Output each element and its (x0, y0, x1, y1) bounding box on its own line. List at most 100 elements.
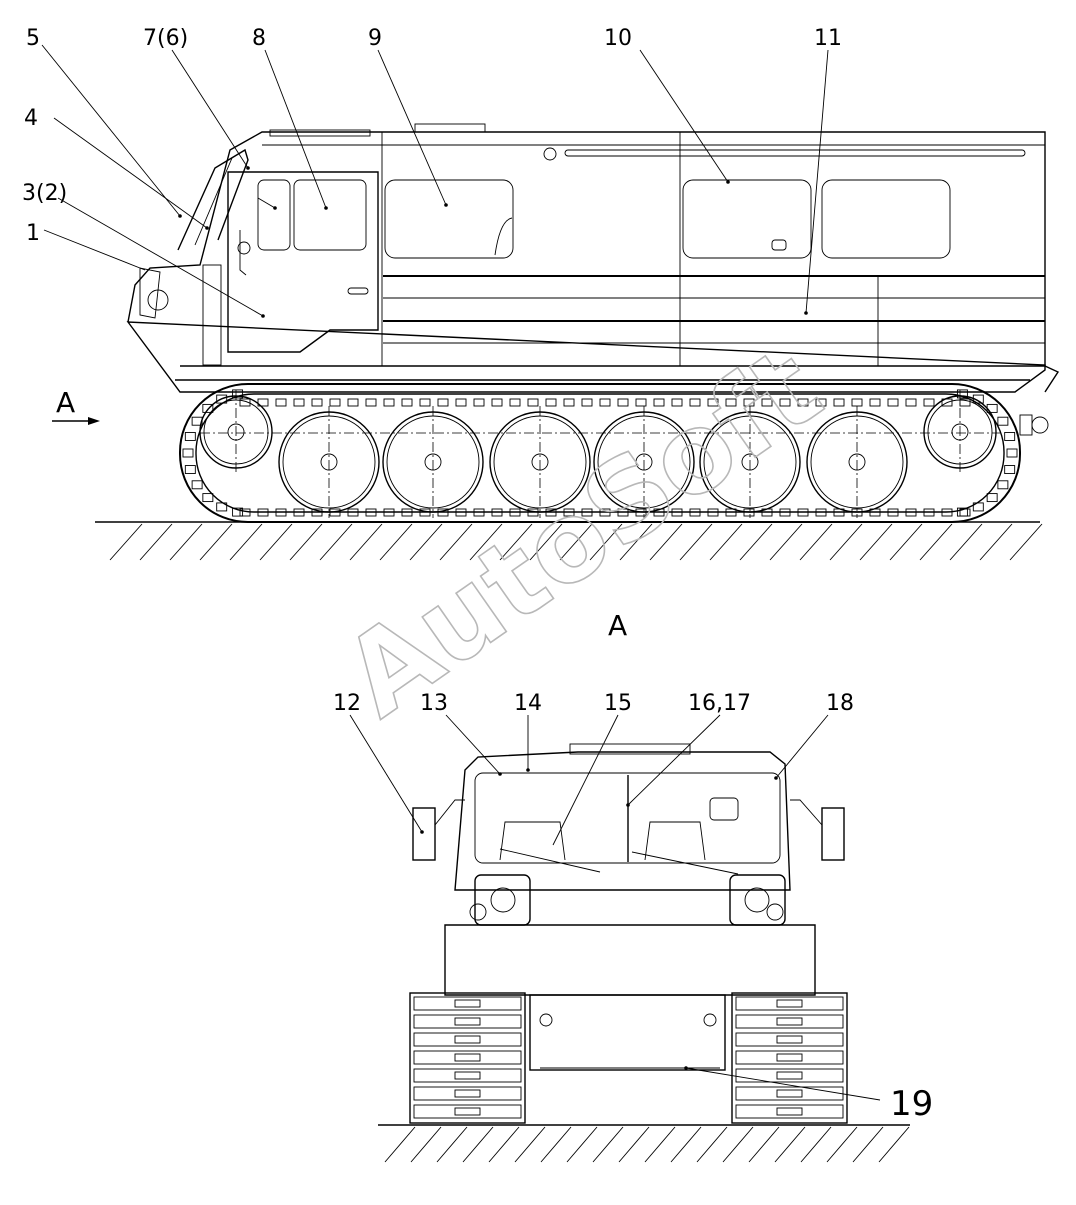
track-pad (735, 996, 844, 1011)
track-link (905, 508, 917, 517)
track-link (437, 508, 449, 517)
hatch-line (852, 1126, 884, 1163)
hatch-line (696, 1126, 728, 1163)
track-link (1004, 465, 1016, 474)
track-link (941, 508, 953, 517)
track-link (184, 432, 196, 441)
track-pad (735, 1032, 844, 1047)
track-link (725, 398, 737, 407)
hatch-line (829, 523, 863, 561)
track-link (184, 465, 196, 474)
track-link (491, 398, 503, 407)
callout-15: 15 (604, 691, 632, 716)
track-link (653, 398, 665, 407)
front-bumper-plate (529, 994, 726, 1071)
hatch-line (722, 1126, 754, 1163)
track-link (779, 398, 791, 407)
track-link (365, 398, 377, 407)
hatch-line (979, 523, 1013, 561)
body-outline (127, 131, 1046, 366)
track-pad (413, 1068, 522, 1083)
right-track (731, 992, 848, 1124)
track-link (743, 398, 755, 407)
hatch-line (919, 523, 953, 561)
track-link (473, 398, 485, 407)
door-handle (347, 287, 369, 295)
left-tow-eye (539, 1013, 553, 1027)
track-pad-guide (776, 1035, 803, 1044)
track-link (833, 398, 845, 407)
front-ground-hatch (384, 1126, 910, 1163)
driver-seat (499, 821, 566, 861)
track-link (563, 508, 575, 517)
track-pad (413, 996, 522, 1011)
callout-10: 10 (604, 26, 632, 51)
track-link (956, 507, 968, 517)
track-link (545, 508, 557, 517)
hatch-line (799, 523, 833, 561)
track-link (275, 398, 287, 407)
right-side-mirror (821, 807, 845, 861)
track-link (347, 508, 359, 517)
track-link (232, 507, 244, 517)
track-link (956, 389, 968, 399)
front-hull (444, 924, 816, 996)
front-view: A (333, 609, 933, 1163)
track-pad-guide (776, 1071, 803, 1080)
track-pad-guide (454, 1107, 481, 1116)
callout-13: 13 (420, 691, 448, 716)
track-pad (735, 1014, 844, 1029)
track-link (257, 508, 269, 517)
front-leader-dots (420, 768, 778, 1070)
track-link (401, 508, 413, 517)
callout-18: 18 (826, 691, 854, 716)
track-pad (413, 1104, 522, 1119)
track-link (707, 508, 719, 517)
track-pad (735, 1104, 844, 1119)
tow-bracket (1019, 414, 1033, 436)
track-outer (179, 383, 1021, 523)
track-link (437, 398, 449, 407)
hatch-line (169, 523, 203, 561)
front-roof-hatch (569, 743, 691, 755)
hatch-line (1009, 523, 1043, 561)
track-link (635, 398, 647, 407)
ground-hatch (109, 523, 1043, 561)
hatch-line (826, 1126, 858, 1163)
track-link (887, 508, 899, 517)
track-link (275, 508, 287, 517)
right-fog-lamp (766, 903, 784, 921)
hatch-line (774, 1126, 806, 1163)
front-tracks (409, 992, 848, 1124)
cabin-window-1 (384, 179, 514, 259)
side-callouts: 5 7(6) 8 9 10 11 4 3(2) 1 (22, 26, 842, 246)
track-link (599, 508, 611, 517)
hatch-line (259, 523, 293, 561)
track-pad-guide (776, 1107, 803, 1116)
track-link (923, 508, 935, 517)
hatch-line (566, 1126, 598, 1163)
track-link (202, 493, 214, 503)
left-mirror-arm (434, 799, 465, 826)
hatch-line (769, 523, 803, 561)
hatch-line (410, 1126, 442, 1163)
side-view: A 5 7(6) 8 9 10 (22, 26, 1060, 561)
track-link (997, 416, 1009, 426)
track-link (671, 508, 683, 517)
track-link (365, 508, 377, 517)
hatch-line (229, 523, 263, 561)
track-link (311, 398, 323, 407)
track-link (347, 398, 359, 407)
track-pad-guide (776, 1089, 803, 1098)
track-link (293, 508, 305, 517)
callout-9: 9 (368, 26, 382, 51)
roof-rail (564, 149, 1026, 157)
right-tow-eye (703, 1013, 717, 1027)
side-leaders (41, 44, 829, 317)
callout-5: 5 (26, 26, 40, 51)
track-link (905, 398, 917, 407)
track-pad (735, 1086, 844, 1101)
door-mirror-arm (239, 230, 247, 276)
front-pillar (202, 264, 222, 366)
windshield-glass (194, 157, 233, 246)
